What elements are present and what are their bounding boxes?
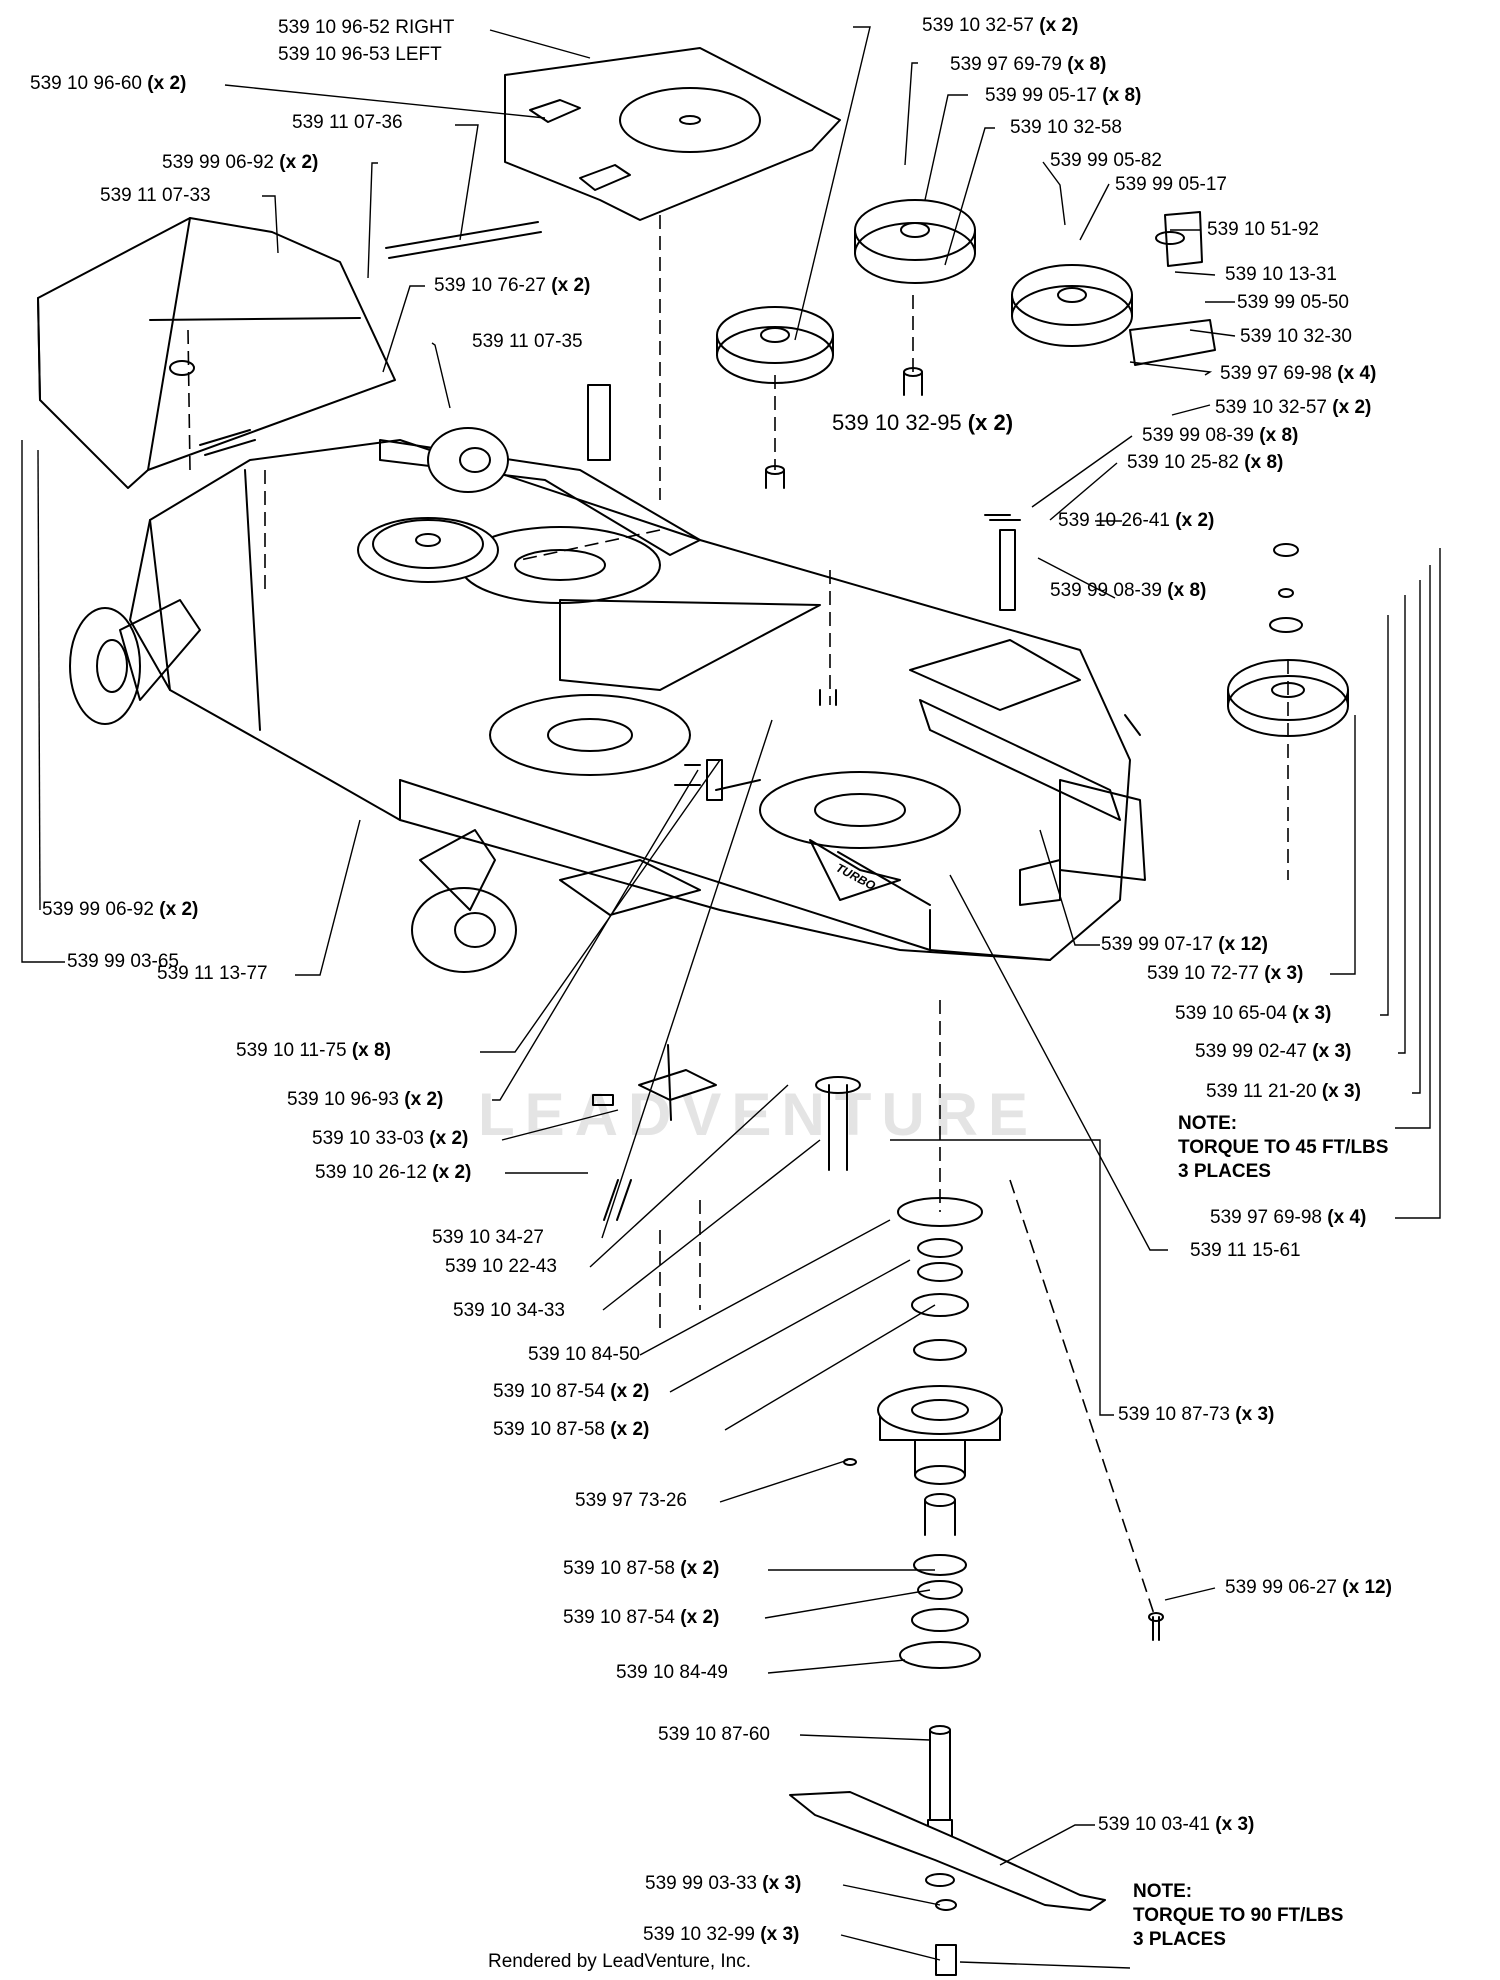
part-label: 539 99 05-82 xyxy=(1050,150,1162,171)
deck-logo-mark xyxy=(837,851,931,906)
part-label: 539 99 05-17 (x 8) xyxy=(985,85,1142,106)
part-label: 539 10 96-53 LEFT xyxy=(278,44,442,65)
part-label: 539 97 69-79 (x 8) xyxy=(950,54,1107,75)
part-label: 539 99 02-47 (x 3) xyxy=(1195,1041,1352,1062)
part-label: 539 10 65-04 (x 3) xyxy=(1175,1003,1332,1024)
part-label: 539 10 26-12 (x 2) xyxy=(315,1162,472,1183)
belt-cover xyxy=(504,47,841,221)
part-label: 539 10 34-33 xyxy=(453,1300,565,1321)
part-label: 539 10 26-41 (x 2) xyxy=(1058,510,1215,531)
deck-wheel-rear xyxy=(427,427,509,493)
part-label: 539 99 06-92 (x 2) xyxy=(162,152,319,173)
part-label: 539 10 84-50 xyxy=(528,1344,640,1365)
part-label: 539 10 22-43 xyxy=(445,1256,557,1277)
part-label: 539 10 03-41 (x 3) xyxy=(1098,1814,1255,1835)
part-label: 539 10 96-52 RIGHT xyxy=(278,17,455,38)
part-label: 539 11 07-33 xyxy=(100,185,211,206)
chute-rod xyxy=(385,221,542,259)
part-label: 539 99 05-17 xyxy=(1115,174,1227,195)
mower-deck xyxy=(129,439,1146,961)
part-label: 539 10 34-27 xyxy=(432,1227,544,1248)
part-label: 539 10 87-58 (x 2) xyxy=(493,1419,650,1440)
part-label: 539 10 87-54 (x 2) xyxy=(563,1607,720,1628)
part-label: 539 10 87-58 (x 2) xyxy=(563,1558,720,1579)
part-label: 539 99 06-27 (x 12) xyxy=(1225,1577,1392,1598)
part-label: 539 10 11-75 (x 8) xyxy=(236,1040,391,1061)
part-label: 539 10 32-99 (x 3) xyxy=(643,1924,800,1945)
discharge-chute xyxy=(37,217,396,489)
part-label: 539 10 87-73 (x 3) xyxy=(1118,1404,1275,1425)
part-label: 539 11 13-77 xyxy=(157,963,268,984)
part-label: 539 97 73-26 xyxy=(575,1490,687,1511)
watermark: LEADVENTURE xyxy=(478,1081,1039,1148)
torque-note-lower: NOTE: TORQUE TO 90 FT/LBS 3 PLACES xyxy=(1133,1881,1344,1950)
part-label: 539 97 69-98 (x 4) xyxy=(1210,1207,1367,1228)
part-label: 539 10 84-49 xyxy=(616,1662,728,1683)
part-label: 539 10 33-03 (x 2) xyxy=(312,1128,469,1149)
idler-pulley-2 xyxy=(854,199,976,284)
part-label: 539 99 03-65 xyxy=(67,951,179,972)
part-label: 539 99 08-39 (x 8) xyxy=(1050,580,1207,601)
part-label: 539 99 05-50 xyxy=(1237,292,1349,313)
part-label: 539 11 07-35 xyxy=(472,331,583,352)
part-label: 539 99 06-92 (x 2) xyxy=(42,899,199,920)
part-label: 539 10 32-58 xyxy=(1010,117,1122,138)
spindle-assembly xyxy=(877,1197,1003,1846)
part-label: 539 10 87-54 (x 2) xyxy=(493,1381,650,1402)
idler-arm xyxy=(1129,211,1216,366)
deck-wheel-left xyxy=(69,599,201,725)
part-label: 539 99 03-33 (x 3) xyxy=(645,1873,802,1894)
part-label: 539 97 69-98 (x 4) xyxy=(1220,363,1377,384)
part-label: 539 99 07-17 (x 12) xyxy=(1101,934,1268,955)
mower-blade xyxy=(789,1791,1106,1911)
part-label: 539 10 51-92 xyxy=(1207,219,1319,240)
footer-credit: Rendered by LeadVenture, Inc. xyxy=(488,1951,752,1972)
part-label: 539 11 15-61 xyxy=(1190,1240,1301,1261)
part-label: 539 10 96-60 (x 2) xyxy=(30,73,187,94)
part-label: 539 10 96-93 (x 2) xyxy=(287,1089,444,1110)
right-stack-washers xyxy=(1269,543,1303,633)
torque-note-upper: NOTE: TORQUE TO 45 FT/LBS 3 PLACES xyxy=(1178,1113,1389,1182)
links-and-bolts xyxy=(587,384,1141,801)
part-label: 539 10 76-27 (x 2) xyxy=(434,275,591,296)
part-label: 539 10 87-60 xyxy=(658,1724,770,1745)
part-label: 539 10 25-82 (x 8) xyxy=(1127,452,1284,473)
idler-pulley-1 xyxy=(716,306,834,384)
part-label: 539 11 21-20 (x 3) xyxy=(1206,1081,1361,1102)
small-parts xyxy=(592,1044,1164,1641)
idler-pulley-3 xyxy=(1011,264,1133,347)
part-label: 539 11 07-36 xyxy=(292,112,403,133)
blade-bolt xyxy=(935,1899,957,1976)
part-label: 539 10 32-57 (x 2) xyxy=(1215,397,1372,418)
part-label: 539 10 32-95 (x 2) xyxy=(832,410,1014,435)
deck-wheel-front xyxy=(411,829,517,973)
part-label: 539 10 32-57 (x 2) xyxy=(922,15,1079,36)
part-label: 539 99 08-39 (x 8) xyxy=(1142,425,1299,446)
part-label: 539 10 13-31 xyxy=(1225,264,1337,285)
part-label: 539 10 72-77 (x 3) xyxy=(1147,963,1304,984)
deck-pulley xyxy=(357,517,499,583)
part-label: 539 10 32-30 xyxy=(1240,326,1352,347)
